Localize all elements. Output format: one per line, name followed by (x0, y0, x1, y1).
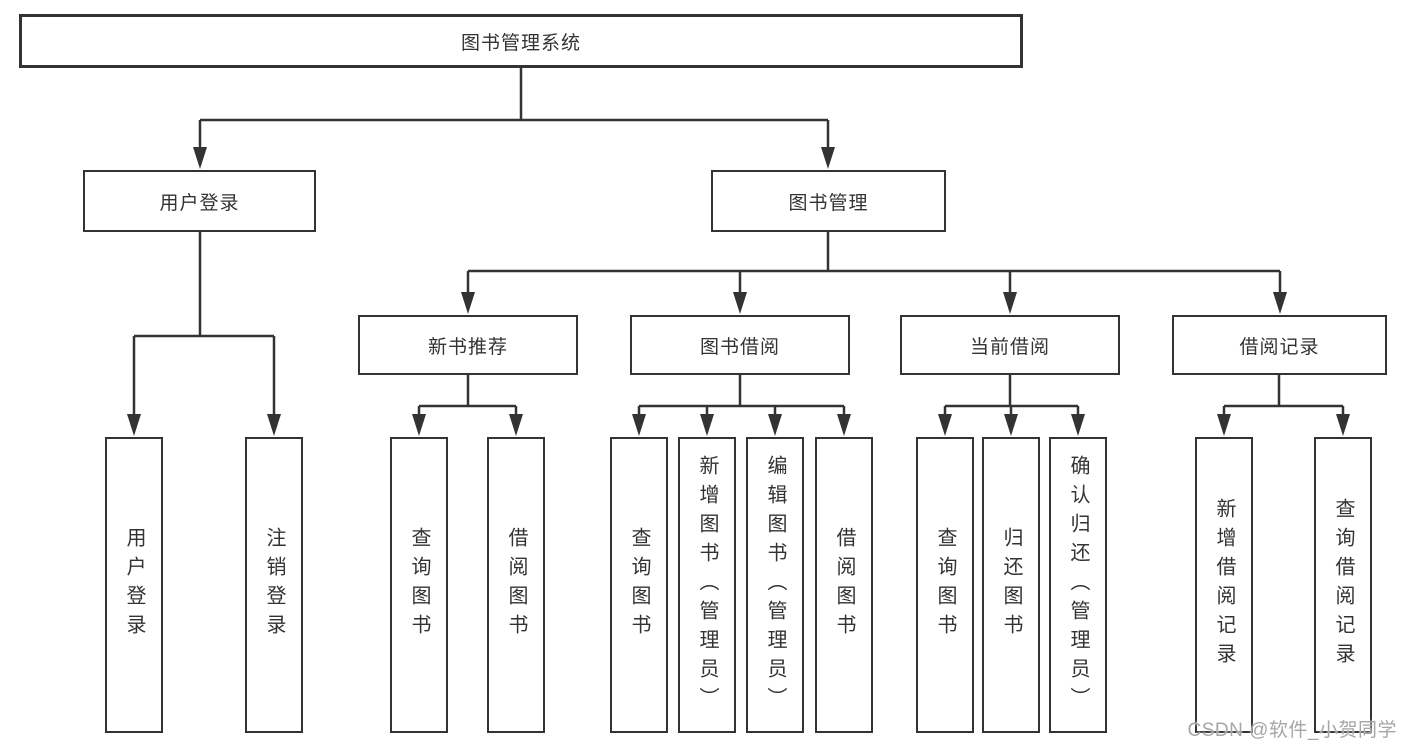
leaf-add-borrow-record: 新增借阅记录 (1195, 437, 1253, 733)
node-label: 新增借阅记录 (1213, 498, 1235, 672)
node-label: 编辑图书（管理员） (764, 454, 786, 716)
node-label: 归还图书 (1000, 527, 1022, 643)
csdn-watermark: CSDN @软件_小贺同学 (1187, 720, 1397, 741)
node-label: 用户登录 (123, 527, 145, 643)
leaf-query-books-3: 查询图书 (916, 437, 974, 733)
node-label: 图书管理系统 (460, 32, 581, 54)
node-label: 确认归还（管理员） (1067, 454, 1089, 716)
leaf-borrow-books-1: 借阅图书 (487, 437, 545, 733)
node-label: 查询图书 (934, 527, 956, 643)
arrowhead-icons (127, 147, 1350, 436)
node-current-borrow: 当前借阅 (900, 315, 1120, 375)
node-label: 图书管理 (788, 192, 869, 214)
node-book-management-group: 图书管理 (711, 170, 946, 232)
leaf-return-books: 归还图书 (982, 437, 1040, 733)
node-borrow-records: 借阅记录 (1172, 315, 1387, 375)
leaf-query-books-1: 查询图书 (390, 437, 448, 733)
node-label: 新增图书（管理员） (696, 454, 718, 716)
node-label: 查询图书 (408, 527, 430, 643)
node-label: 注销登录 (263, 527, 285, 643)
leaf-user-login: 用户登录 (105, 437, 163, 733)
leaf-add-books-admin: 新增图书（管理员） (678, 437, 736, 733)
node-root-system: 图书管理系统 (19, 14, 1023, 68)
node-label: 用户登录 (159, 192, 240, 214)
node-label: 借阅记录 (1239, 336, 1320, 358)
leaf-borrow-books-2: 借阅图书 (815, 437, 873, 733)
leaf-edit-books-admin: 编辑图书（管理员） (746, 437, 804, 733)
node-label: 查询图书 (628, 527, 650, 643)
node-label: 借阅图书 (833, 527, 855, 643)
node-label: 借阅图书 (505, 527, 527, 643)
leaf-query-borrow-record: 查询借阅记录 (1314, 437, 1372, 733)
node-label: 新书推荐 (427, 336, 508, 358)
node-new-book-recommend: 新书推荐 (358, 315, 578, 375)
node-label: 查询借阅记录 (1332, 498, 1354, 672)
node-book-borrow: 图书借阅 (630, 315, 850, 375)
node-label: 图书借阅 (699, 336, 780, 358)
leaf-confirm-return-admin: 确认归还（管理员） (1049, 437, 1107, 733)
leaf-logout: 注销登录 (245, 437, 303, 733)
node-label: 当前借阅 (969, 336, 1050, 358)
leaf-query-books-2: 查询图书 (610, 437, 668, 733)
node-user-login-group: 用户登录 (83, 170, 316, 232)
